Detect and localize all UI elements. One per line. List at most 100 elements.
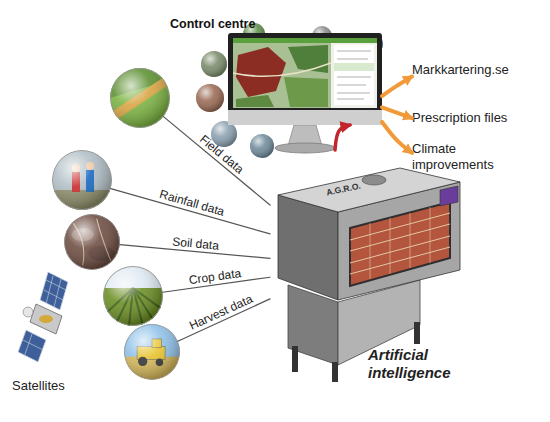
data-label: Field data (196, 132, 246, 177)
flow-arrow (382, 122, 412, 153)
flow-arrow (335, 125, 350, 150)
data-label: Harvest data (187, 292, 255, 333)
housing-top (278, 168, 460, 212)
monitor-bezel (228, 33, 382, 125)
data-sphere-shape (64, 214, 120, 270)
machine-leg (332, 362, 338, 382)
brick-joints (370, 207, 430, 279)
output-node: Markkartering.se (412, 62, 524, 79)
sphere-outline (124, 324, 179, 379)
sphere-base (124, 324, 180, 380)
brick-roller (350, 202, 450, 286)
data-sphere: Rainfall data (52, 150, 112, 210)
satellite-foil (39, 315, 53, 323)
sphere-shine (110, 68, 170, 128)
data-label: Soil data (172, 234, 220, 253)
sphere-base (64, 214, 120, 270)
data-label: Crop data (188, 266, 242, 288)
sphere-base (110, 68, 170, 128)
data-sphere: Field data (110, 68, 170, 128)
sphere-outline (104, 267, 163, 326)
field-map-area (236, 95, 274, 107)
sphere-shine (201, 51, 227, 77)
shape-group (110, 68, 170, 128)
field-map-area (236, 47, 286, 97)
sphere-outline (64, 214, 119, 269)
data-sphere-shape (103, 266, 163, 326)
panel-grid (23, 334, 43, 357)
brick-lines (350, 213, 450, 274)
machine-display (440, 186, 458, 206)
photo-sphere (196, 84, 224, 112)
output-label: Markkartering.se (412, 62, 509, 78)
sphere-outline (111, 69, 170, 128)
sphere-shine (64, 214, 120, 270)
flow-arrow (382, 107, 412, 118)
screen-toolbar (233, 38, 377, 43)
ai-machine: A.G.R.O.Artificial intelligence (270, 150, 465, 390)
data-line (120, 245, 270, 259)
flow-arrow (382, 77, 412, 96)
data-sphere: Harvest data (124, 324, 180, 380)
satellite-node-shape (18, 270, 80, 370)
shape-group (228, 33, 382, 125)
map-road (233, 63, 331, 76)
data-sphere: Crop data (103, 266, 163, 326)
monitor-node-shape (228, 33, 382, 125)
sphere-shine (124, 324, 180, 380)
sphere-shine (52, 150, 112, 210)
sphere-base (52, 150, 112, 210)
sidebar-highlight (334, 63, 374, 71)
stand-base (275, 143, 335, 153)
data-line (163, 277, 270, 292)
sphere-outline (53, 151, 112, 210)
shape-group (18, 272, 68, 362)
data-sphere-shape (52, 150, 112, 210)
machine-leg (292, 346, 298, 372)
field-map-area (288, 45, 328, 73)
monitor-stand (275, 125, 335, 153)
heading-text: Control centre (170, 17, 255, 32)
satellite-body (30, 304, 62, 334)
output-label: Prescription files (412, 110, 507, 126)
solar-panel (40, 272, 68, 310)
photo-spheres (196, 23, 383, 158)
panel-grid (44, 276, 66, 307)
output-node: Prescription files (412, 110, 524, 127)
screen (233, 38, 377, 108)
shape-group (103, 266, 163, 326)
field-map-area (284, 77, 328, 107)
ai-machine-shape (270, 150, 465, 390)
satellite-label: Satellites (12, 378, 65, 394)
photo-sphere (250, 134, 274, 158)
data-label: Rainfall data (158, 187, 226, 219)
output-label: Climate improvements (412, 141, 512, 172)
screen-sidebar (334, 45, 374, 105)
sphere-base (103, 266, 163, 326)
housing-front (278, 195, 338, 300)
satellite-node: Satellites (18, 270, 80, 370)
solar-panel (18, 330, 46, 362)
shape-group (52, 150, 112, 210)
machine-caption: Artificial intelligence (368, 346, 465, 382)
machine-leg (414, 322, 420, 344)
data-sphere-shape (110, 68, 170, 128)
monitor-chin (228, 110, 382, 125)
output-node: Climate improvements (412, 141, 512, 174)
data-sphere: Soil data (64, 214, 120, 270)
shape-group (64, 214, 120, 270)
map-background (233, 43, 331, 108)
sphere-shine (103, 266, 163, 326)
satellite-dish (23, 307, 33, 317)
shape-group (124, 324, 180, 380)
sphere-shine (196, 84, 224, 112)
photo-sphere (201, 51, 227, 77)
sensor-dome (362, 175, 386, 185)
data-line (163, 117, 270, 205)
data-line (178, 299, 270, 341)
data-line (111, 189, 270, 234)
data-sphere-shape (124, 324, 180, 380)
